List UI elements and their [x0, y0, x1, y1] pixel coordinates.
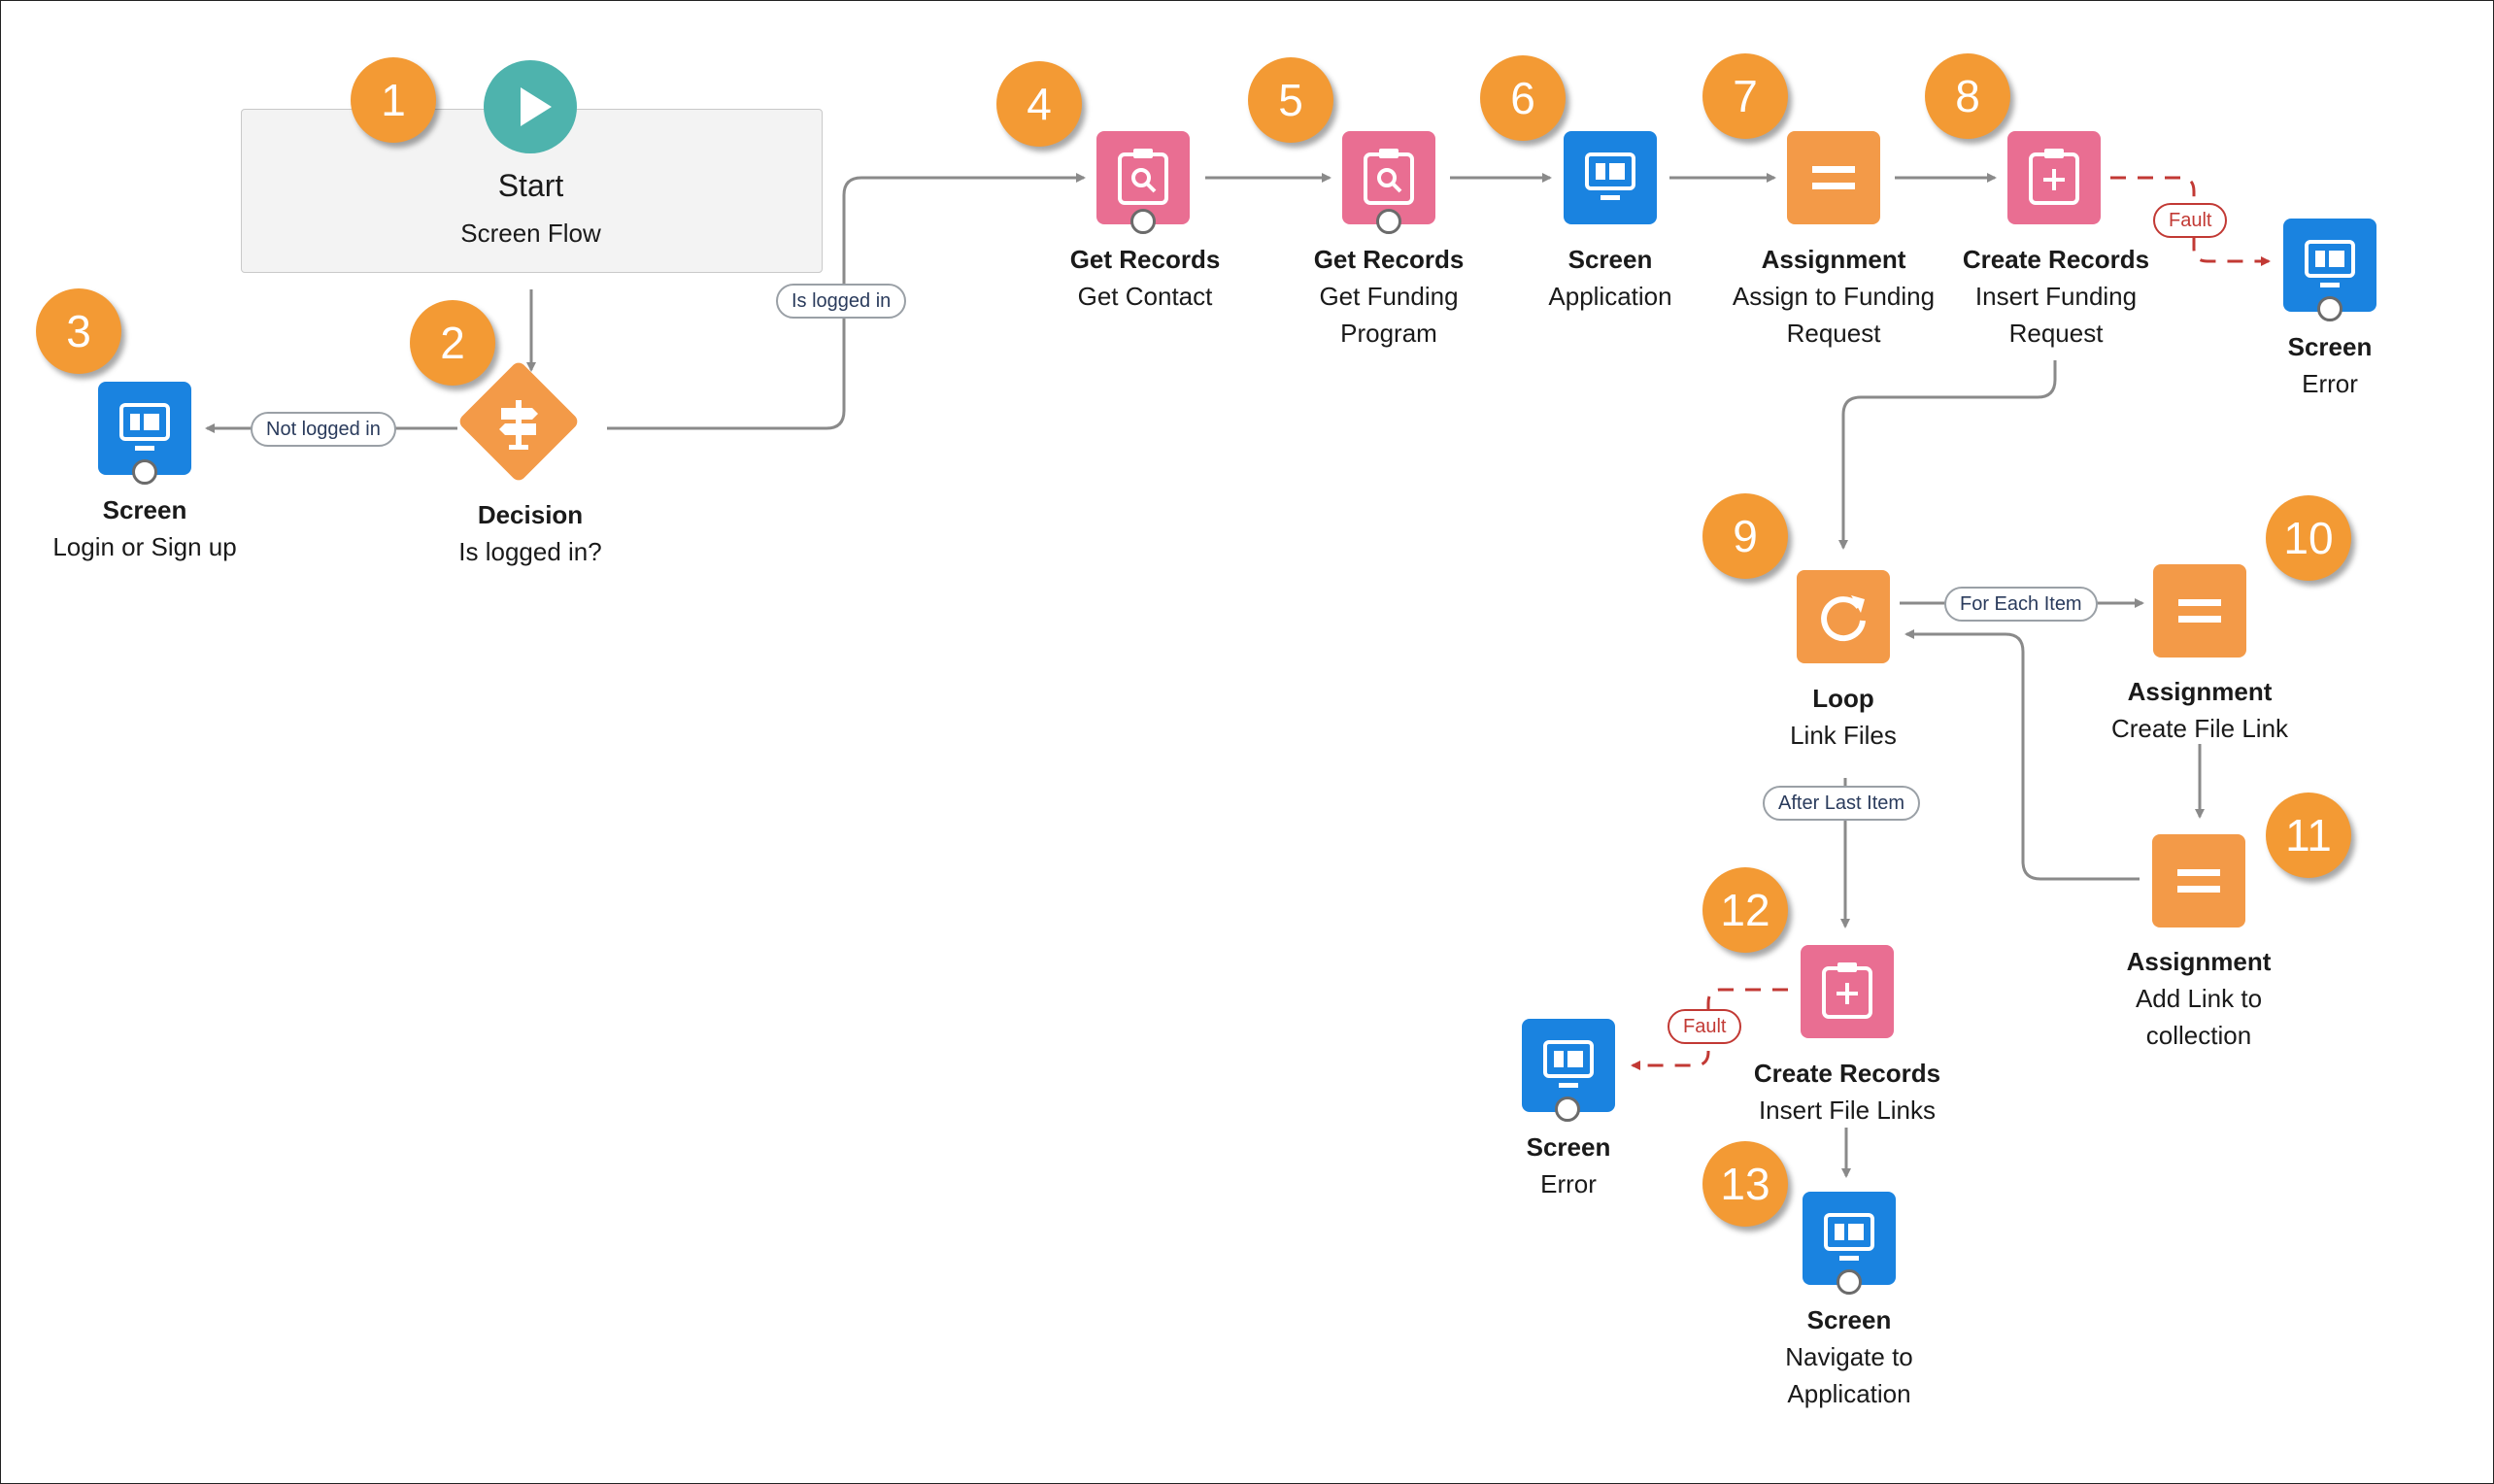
search-record-icon [1364, 149, 1414, 205]
signpost-icon [499, 400, 538, 450]
start-subtitle: Screen Flow [460, 219, 601, 248]
assign-file-link-node[interactable] [2153, 564, 2246, 658]
equals-icon [2177, 869, 2220, 893]
connector-port[interactable] [2317, 296, 2342, 321]
step-badge-1: 1 [351, 57, 436, 143]
edge-label-after-last-item: After Last Item [1763, 786, 1921, 821]
screen-icon [1585, 152, 1635, 200]
step-badge-8: 8 [1925, 53, 2010, 139]
equals-icon [1812, 166, 1855, 189]
connector-port[interactable] [1837, 1269, 1862, 1295]
assign-add-link-node[interactable] [2152, 834, 2245, 928]
screen-icon [2305, 240, 2355, 287]
loop-node[interactable] [1797, 570, 1890, 663]
edge-addlink-loop [1904, 629, 2140, 881]
step-badge-7: 7 [1702, 53, 1788, 139]
play-icon [484, 60, 577, 153]
connector-port[interactable] [132, 459, 157, 485]
create-file-links-node[interactable] [1801, 945, 1894, 1038]
create-request-node[interactable] [2007, 131, 2101, 224]
step-badge-11: 11 [2266, 793, 2351, 878]
add-record-icon [2029, 149, 2079, 205]
edge-label-for-each-item: For Each Item [1944, 587, 2098, 622]
step-badge-13: 13 [1702, 1141, 1788, 1227]
edge-label-fault-top: Fault [2153, 203, 2228, 238]
screen-icon [1543, 1040, 1594, 1088]
connector-port[interactable] [1376, 209, 1401, 234]
assign-request-node[interactable] [1787, 131, 1880, 224]
step-badge-9: 9 [1702, 493, 1788, 579]
connector-port[interactable] [1555, 1096, 1580, 1122]
edge-create-loop [1838, 360, 2057, 550]
step-badge-3: 3 [36, 288, 121, 374]
screen-app-node[interactable] [1564, 131, 1657, 224]
step-badge-10: 10 [2266, 495, 2351, 581]
step-badge-6: 6 [1480, 55, 1566, 141]
refresh-icon [1821, 595, 1866, 642]
add-record-icon [1822, 962, 1872, 1019]
edge-label-not-logged-in: Not logged in [251, 412, 396, 447]
equals-icon [2178, 599, 2221, 623]
connector-port[interactable] [1130, 209, 1156, 234]
step-badge-5: 5 [1248, 57, 1333, 143]
step-badge-4: 4 [996, 61, 1082, 147]
screen-icon [119, 403, 170, 451]
edge-label-fault-bottom: Fault [1668, 1009, 1742, 1044]
start-title: Start [497, 168, 564, 203]
edge-label-is-logged-in: Is logged in [776, 284, 907, 319]
step-badge-2: 2 [410, 300, 495, 386]
search-record-icon [1118, 149, 1168, 205]
screen-icon [1824, 1213, 1874, 1261]
step-badge-12: 12 [1702, 867, 1788, 953]
